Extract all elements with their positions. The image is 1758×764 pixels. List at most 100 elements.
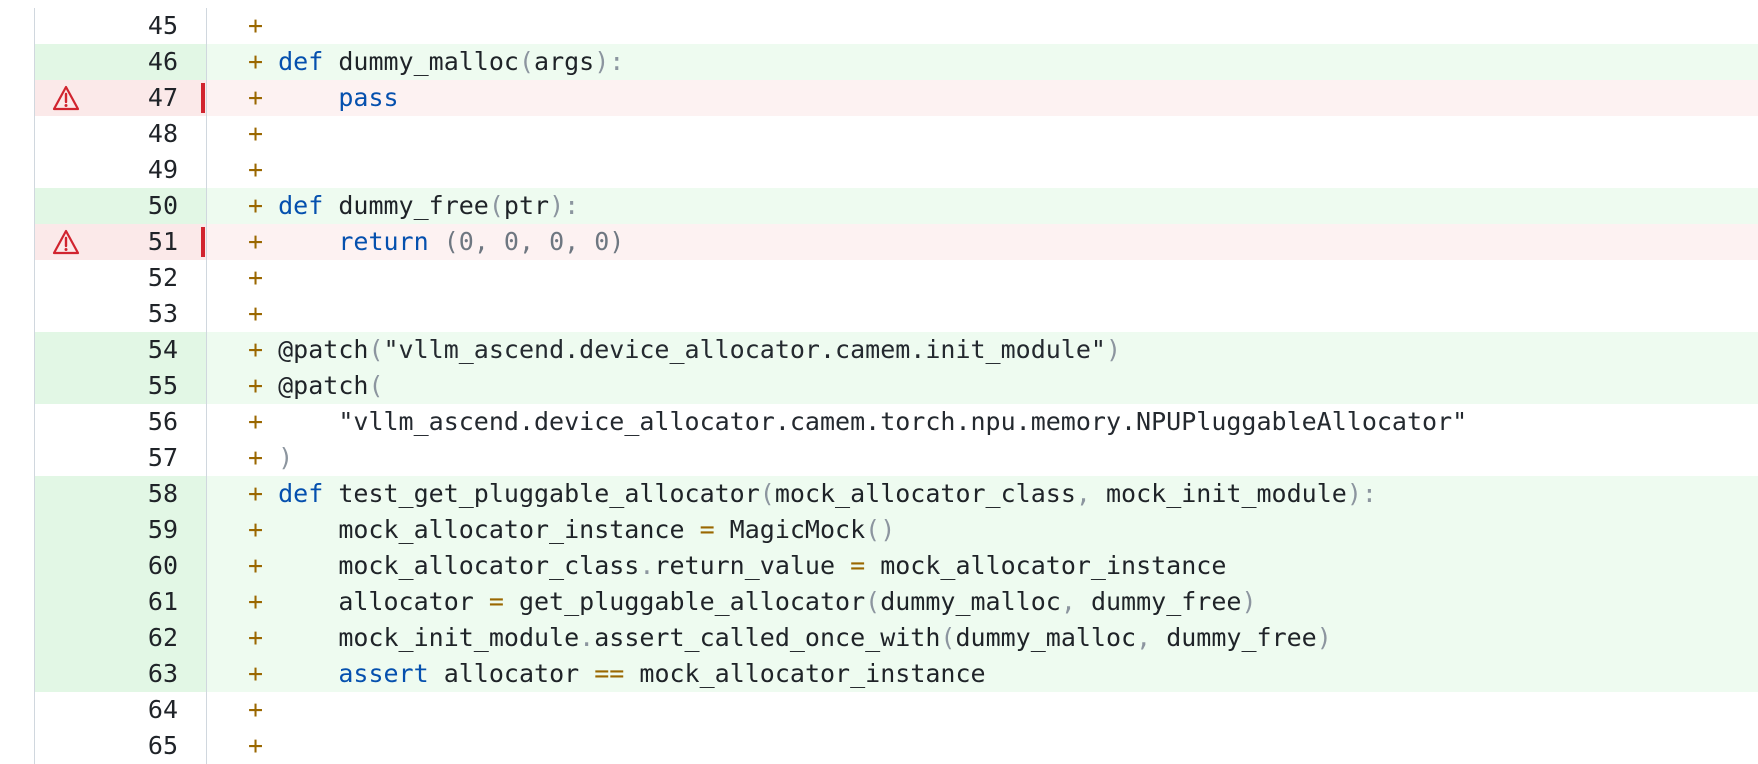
line-number[interactable]: 50 xyxy=(147,191,178,220)
line-number[interactable]: 47 xyxy=(147,83,178,112)
code-token: ): xyxy=(549,191,580,220)
diff-added-marker: + xyxy=(248,479,264,508)
line-number[interactable]: 52 xyxy=(147,263,178,292)
diff-line[interactable]: 54+ @patch("vllm_ascend.device_allocator… xyxy=(35,332,1758,368)
line-gutter: 50 xyxy=(35,188,207,224)
diff-line[interactable]: 61 + allocator = get_pluggable_allocator(… xyxy=(35,584,1758,620)
code-token: = xyxy=(488,587,504,616)
line-number[interactable]: 59 xyxy=(147,515,178,544)
line-number[interactable]: 54 xyxy=(147,335,178,364)
code-token: return_value xyxy=(654,551,851,580)
line-number[interactable]: 49 xyxy=(147,155,178,184)
line-gutter: 59 xyxy=(35,512,207,548)
code-token: mock_init_module xyxy=(278,623,580,652)
line-gutter: 57 xyxy=(35,440,207,476)
code-token: dummy_malloc xyxy=(955,623,1137,652)
code-gap xyxy=(263,587,278,616)
code-token: ): xyxy=(594,47,625,76)
diff-added-marker: + xyxy=(248,515,264,544)
line-number[interactable]: 55 xyxy=(147,371,178,400)
diff-line[interactable]: 64 + xyxy=(35,692,1758,728)
code-token: = xyxy=(699,515,715,544)
line-gutter: 58 xyxy=(35,476,207,512)
code-token xyxy=(323,47,338,76)
code-line: + xyxy=(248,692,278,728)
diff-line[interactable]: 56 + "vllm_ascend.device_allocator.camem.… xyxy=(35,404,1758,440)
code-token: , xyxy=(1136,623,1152,652)
line-number[interactable]: 65 xyxy=(147,731,178,760)
line-number[interactable]: 57 xyxy=(147,443,178,472)
code-token: , xyxy=(1075,479,1091,508)
line-number[interactable]: 61 xyxy=(147,587,178,616)
diff-line[interactable]: 59+ mock_allocator_instance = MagicMock(… xyxy=(35,512,1758,548)
diff-line[interactable]: 48 + xyxy=(35,116,1758,152)
code-token: def xyxy=(278,47,324,76)
code-line: + def test_get_pluggable_allocator(mock_… xyxy=(248,476,1377,512)
diff-added-marker: + xyxy=(248,299,264,328)
diff-line[interactable]: 57+ ) xyxy=(35,440,1758,476)
line-gutter: 61 xyxy=(35,584,207,620)
code-gap xyxy=(263,299,278,328)
line-number[interactable]: 60 xyxy=(147,551,178,580)
code-token: allocator xyxy=(428,659,595,688)
code-token: assert xyxy=(338,659,429,688)
line-gutter: 62 xyxy=(35,620,207,656)
code-gap xyxy=(263,479,278,508)
line-number[interactable]: 48 xyxy=(147,119,178,148)
diff-line[interactable]: 65 + xyxy=(35,728,1758,764)
line-number[interactable]: 63 xyxy=(147,659,178,688)
code-token: . xyxy=(639,551,655,580)
line-number[interactable]: 53 xyxy=(147,299,178,328)
line-gutter: 65 xyxy=(35,728,207,764)
code-token: , xyxy=(1060,587,1076,616)
line-gutter: 53 xyxy=(35,296,207,332)
line-number[interactable]: 62 xyxy=(147,623,178,652)
code-token: mock_allocator_instance xyxy=(865,551,1227,580)
code-token xyxy=(323,479,338,508)
diff-line[interactable]: 51+ return (0, 0, 0, 0) xyxy=(35,224,1758,260)
diff-line[interactable]: 52+ xyxy=(35,260,1758,296)
code-gap xyxy=(263,371,278,400)
line-number[interactable]: 64 xyxy=(147,695,178,724)
diff-line[interactable]: 46+ def dummy_malloc(args): xyxy=(35,44,1758,80)
code-token: mock_init_module xyxy=(1090,479,1347,508)
line-number[interactable]: 45 xyxy=(147,11,178,40)
line-number[interactable]: 56 xyxy=(147,407,178,436)
code-token: get_pluggable_allocator xyxy=(503,587,866,616)
code-gap xyxy=(263,11,278,40)
line-number[interactable]: 46 xyxy=(147,47,178,76)
diff-line[interactable]: 47 + pass xyxy=(35,80,1758,116)
diff-added-marker: + xyxy=(248,731,264,760)
diff-line[interactable]: 50 + def dummy_free(ptr): xyxy=(35,188,1758,224)
diff-line[interactable]: 58 + def test_get_pluggable_allocator(moc… xyxy=(35,476,1758,512)
diff-line[interactable]: 63+ assert allocator == mock_allocator_i… xyxy=(35,656,1758,692)
line-gutter: 54 xyxy=(35,332,207,368)
code-line: + def dummy_free(ptr): xyxy=(248,188,579,224)
code-token: ( xyxy=(368,371,384,400)
code-line: + allocator = get_pluggable_allocator(du… xyxy=(248,584,1257,620)
warning-icon[interactable] xyxy=(52,85,80,111)
code-line: + pass xyxy=(248,80,399,116)
code-token: MagicMock xyxy=(714,515,866,544)
code-token: dummy_free xyxy=(1151,623,1317,652)
code-gap xyxy=(263,47,278,76)
diff-line[interactable]: 62+ mock_init_module.assert_called_once_… xyxy=(35,620,1758,656)
diff-line[interactable]: 60+ mock_allocator_class.return_value = … xyxy=(35,548,1758,584)
diff-added-marker: + xyxy=(248,335,264,364)
line-gutter: 48 xyxy=(35,116,207,152)
code-line: + xyxy=(248,8,278,44)
warning-icon[interactable] xyxy=(52,229,80,255)
diff-line[interactable]: 45 + xyxy=(35,8,1758,44)
diff-line[interactable]: 53 + xyxy=(35,296,1758,332)
code-line: + xyxy=(248,116,278,152)
line-number[interactable]: 51 xyxy=(147,227,178,256)
code-token: test_get_pluggable_allocator xyxy=(338,479,760,508)
line-number[interactable]: 58 xyxy=(147,479,178,508)
diff-line[interactable]: 49+ xyxy=(35,152,1758,188)
code-line: + xyxy=(248,728,278,764)
code-gap xyxy=(263,227,278,256)
code-line: + "vllm_ascend.device_allocator.camem.to… xyxy=(248,404,1467,440)
code-gap xyxy=(263,155,278,184)
code-token: () xyxy=(865,515,896,544)
diff-line[interactable]: 55+ @patch( xyxy=(35,368,1758,404)
